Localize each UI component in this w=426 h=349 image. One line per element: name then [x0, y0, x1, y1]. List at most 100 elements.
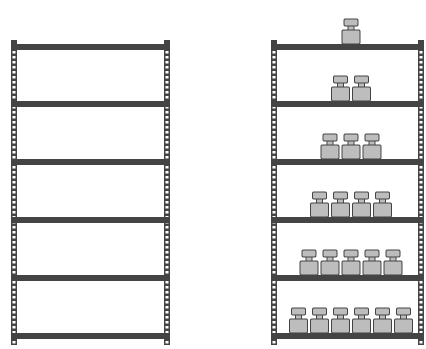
weight-icon — [353, 76, 371, 101]
shelf-board-5 — [271, 275, 424, 281]
post-hole — [420, 206, 423, 209]
post-hole — [273, 91, 276, 94]
post-hole — [13, 196, 16, 199]
post-hole — [166, 166, 169, 169]
post-hole — [420, 121, 423, 124]
post-hole — [166, 91, 169, 94]
post-hole — [420, 66, 423, 69]
post-hole — [13, 296, 16, 299]
post-hole — [420, 236, 423, 239]
weight-icon — [311, 192, 329, 217]
right-shelving-rack-with-weights — [271, 19, 424, 345]
weight-icon — [332, 76, 350, 101]
post-hole — [273, 171, 276, 174]
post-hole — [420, 136, 423, 139]
post-hole — [13, 96, 16, 99]
post-hole — [166, 226, 169, 229]
post-hole — [420, 126, 423, 129]
post-hole — [420, 231, 423, 234]
shelf-board-1 — [11, 44, 170, 50]
shelf-board-3 — [271, 159, 424, 165]
post-hole — [273, 311, 276, 314]
post-hole — [420, 296, 423, 299]
shelf-board-2 — [11, 101, 170, 107]
post-hole — [420, 316, 423, 319]
post-hole — [13, 191, 16, 194]
post-hole — [13, 146, 16, 149]
post-hole — [166, 136, 169, 139]
post-hole — [273, 186, 276, 189]
post-hole — [420, 326, 423, 329]
post-hole — [13, 256, 16, 259]
weight-icon — [374, 192, 392, 217]
post-hole — [273, 211, 276, 214]
post-hole — [273, 241, 276, 244]
post-hole — [13, 141, 16, 144]
post-hole — [166, 81, 169, 84]
post-hole — [273, 86, 276, 89]
post-hole — [420, 181, 423, 184]
post-hole — [273, 56, 276, 59]
post-hole — [13, 271, 16, 274]
post-hole — [166, 86, 169, 89]
post-hole — [166, 111, 169, 114]
post-hole — [166, 156, 169, 159]
post-hole — [166, 266, 169, 269]
post-hole — [273, 236, 276, 239]
post-hole — [13, 201, 16, 204]
post-hole — [273, 206, 276, 209]
post-hole — [273, 61, 276, 64]
post-hole — [273, 81, 276, 84]
post-hole — [13, 111, 16, 114]
post-hole — [273, 131, 276, 134]
post-hole — [166, 231, 169, 234]
post-hole — [166, 211, 169, 214]
shelf-board-4 — [11, 217, 170, 223]
post-hole — [273, 256, 276, 259]
post-hole — [420, 286, 423, 289]
post-hole — [166, 121, 169, 124]
post-hole — [420, 81, 423, 84]
post-hole — [13, 321, 16, 324]
post-hole — [13, 156, 16, 159]
post-hole — [13, 241, 16, 244]
post-hole — [13, 286, 16, 289]
weight-icon — [321, 250, 339, 275]
post-hole — [420, 251, 423, 254]
post-hole — [13, 66, 16, 69]
post-hole — [13, 236, 16, 239]
post-hole — [420, 311, 423, 314]
post-hole — [420, 156, 423, 159]
post-hole — [13, 91, 16, 94]
post-hole — [13, 251, 16, 254]
weight-icon — [342, 134, 360, 159]
post-hole — [13, 266, 16, 269]
post-hole — [273, 326, 276, 329]
shelf-board-1 — [271, 44, 424, 50]
post-hole — [13, 341, 16, 344]
post-hole — [420, 146, 423, 149]
weight-icon — [363, 134, 381, 159]
post-hole — [166, 51, 169, 54]
post-hole — [166, 146, 169, 149]
post-hole — [273, 321, 276, 324]
post-hole — [13, 61, 16, 64]
post-hole — [273, 176, 276, 179]
post-hole — [13, 186, 16, 189]
post-hole — [420, 261, 423, 264]
post-hole — [13, 116, 16, 119]
post-hole — [273, 301, 276, 304]
post-hole — [166, 306, 169, 309]
post-hole — [166, 181, 169, 184]
post-hole — [273, 281, 276, 284]
post-hole — [420, 151, 423, 154]
post-hole — [273, 226, 276, 229]
weight-icon — [321, 134, 339, 159]
post-hole — [273, 261, 276, 264]
rack-post-right — [418, 40, 424, 345]
post-hole — [13, 246, 16, 249]
post-hole — [166, 206, 169, 209]
post-hole — [166, 246, 169, 249]
weight-icon — [342, 19, 360, 44]
